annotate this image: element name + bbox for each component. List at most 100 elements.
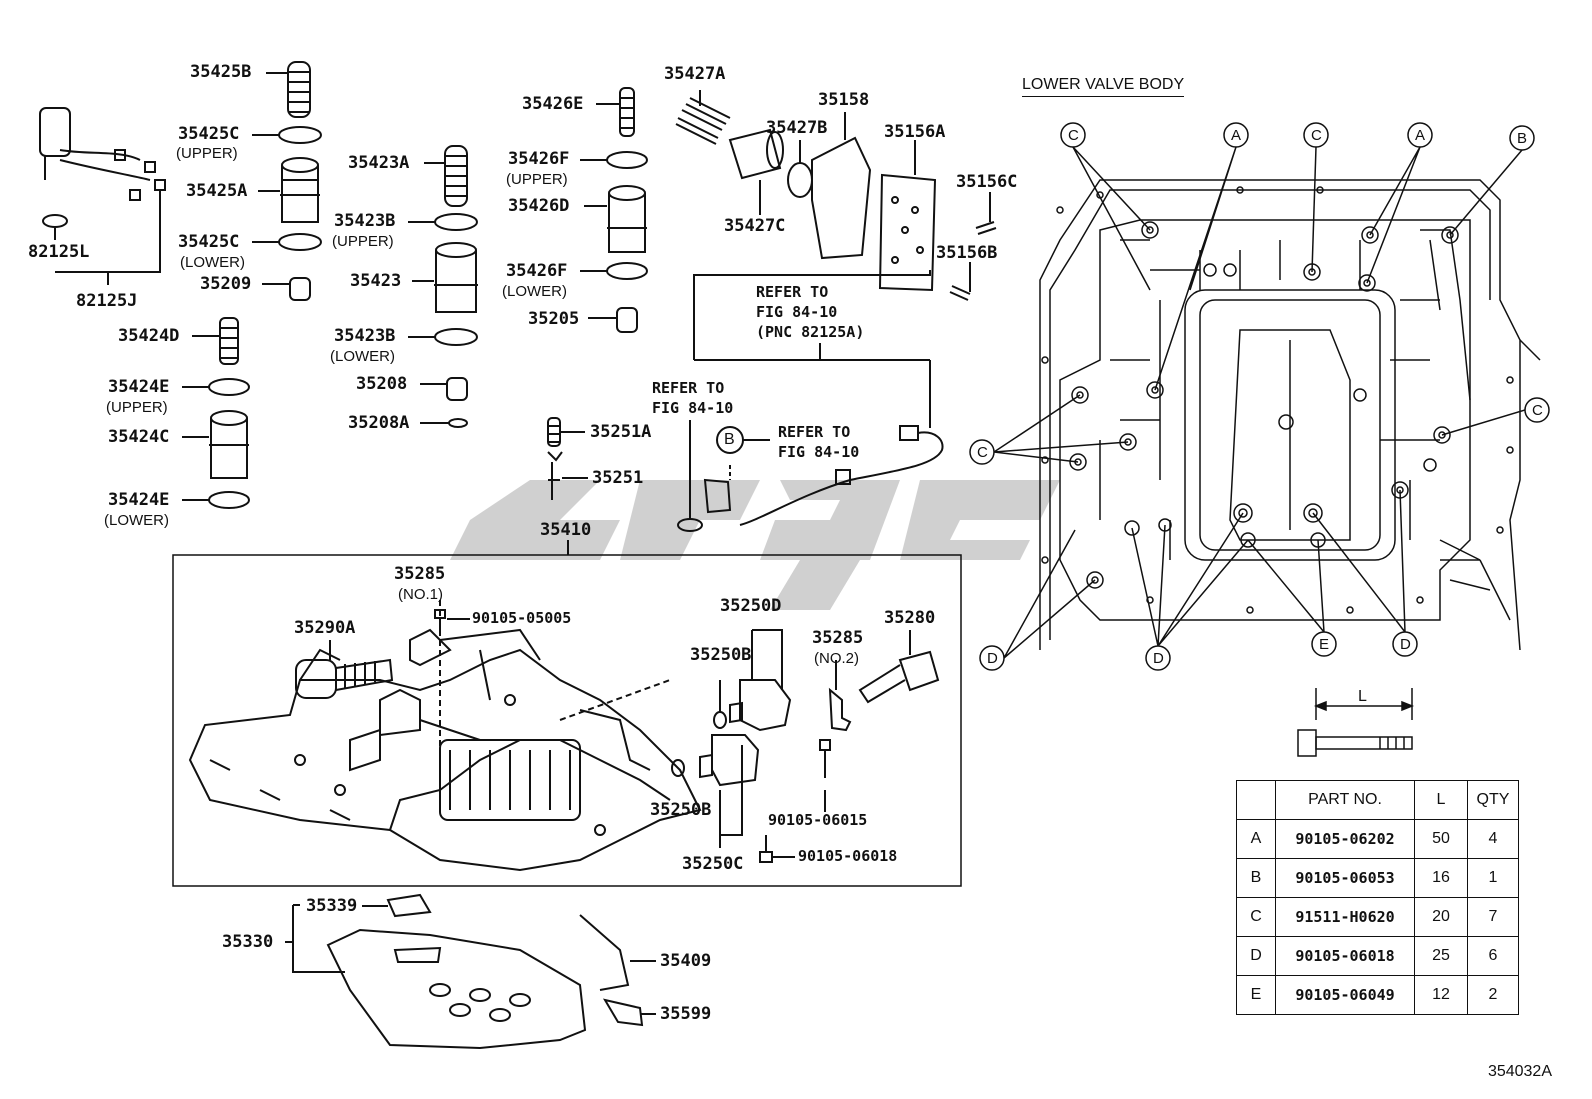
callout-b: B — [1517, 130, 1528, 147]
label-35426E: 35426E — [522, 94, 584, 114]
refer-note-pnc-82125a: REFER TO FIG 84-10 (PNC 82125A) — [756, 283, 865, 341]
part-35330-oil-pan — [285, 905, 587, 1050]
label-35425B: 35425B — [190, 62, 252, 82]
table-row: B 90105-06053 16 1 — [1236, 858, 1519, 898]
table-cell-qty: 1 — [1467, 858, 1519, 898]
bolt-90105-06015 — [819, 739, 831, 812]
valve-body-assembly — [188, 600, 702, 872]
bolt-dimension-figure — [1297, 688, 1415, 757]
label-90105-06018: 90105-06018 — [798, 847, 898, 865]
callout-d-2: D — [1153, 650, 1164, 667]
table-row: D 90105-06018 25 6 — [1236, 936, 1519, 976]
part-35158-plate — [811, 112, 872, 260]
table-cell-part: 90105-06049 — [1275, 975, 1415, 1015]
lower-valve-body-callouts — [969, 122, 1550, 671]
callout-c-3: C — [977, 444, 988, 461]
label-90105-05005: 90105-05005 — [472, 609, 572, 627]
part-35208-plug — [420, 377, 468, 401]
label-35290A: 35290A — [294, 618, 356, 638]
label-35285-no2: 35285 — [812, 628, 864, 648]
part-35423B-oring-upper — [408, 213, 478, 231]
part-35250B-oring-bottom — [671, 759, 685, 777]
bolt-length-label: L — [1358, 688, 1367, 705]
part-35426F-oring-upper — [580, 151, 648, 169]
part-35424E-oring-lower — [182, 491, 250, 509]
part-35427B-oring — [787, 140, 813, 198]
part-35209-plug — [262, 277, 311, 301]
part-35426E-spring — [596, 87, 635, 137]
table-cell-l: 25 — [1414, 936, 1468, 976]
table-header-l: L — [1414, 780, 1468, 820]
table-row: A 90105-06202 50 4 — [1236, 819, 1519, 859]
callout-c-4: C — [1532, 402, 1543, 419]
bolt-90105-05005 — [434, 609, 470, 634]
table-row: E 90105-06049 12 2 — [1236, 975, 1519, 1015]
label-35156B: 35156B — [936, 243, 998, 263]
watermark-logo — [450, 480, 1060, 610]
refer-note-fig-84-10-b: REFER TO FIG 84-10 — [778, 423, 860, 461]
table-cell-part: 90105-06202 — [1275, 819, 1415, 859]
label-upper-4: (UPPER) — [506, 171, 568, 188]
part-82125A-harness — [677, 270, 944, 532]
label-35424C: 35424C — [108, 427, 170, 447]
label-82125L: 82125L — [28, 242, 90, 262]
part-35205-plug — [588, 307, 638, 333]
label-no2: (NO.2) — [814, 650, 859, 667]
part-35156A-cover — [878, 140, 937, 292]
bolt-spec-table: PART NO. L QTY A 90105-06202 50 4 B 9010… — [1236, 780, 1519, 1015]
label-35599: 35599 — [660, 1004, 712, 1024]
table-cell-l: 50 — [1414, 819, 1468, 859]
label-35205: 35205 — [528, 309, 580, 329]
part-35426F-oring-lower — [580, 262, 648, 280]
table-header-qty: QTY — [1467, 780, 1519, 820]
callout-a-2: A — [1415, 127, 1426, 144]
part-35250B-oring-top — [713, 680, 727, 729]
assembly-35410-box — [172, 554, 962, 887]
table-cell-key: A — [1236, 819, 1276, 859]
table-row: C 91511-H0620 20 7 — [1236, 897, 1519, 937]
lower-valve-body-view — [1039, 179, 1541, 651]
label-35426D: 35426D — [508, 196, 570, 216]
table-cell-key: B — [1236, 858, 1276, 898]
label-35426F-upper: 35426F — [508, 149, 570, 169]
label-upper-3: (UPPER) — [332, 233, 394, 250]
table-cell-qty: 6 — [1467, 936, 1519, 976]
label-35425A: 35425A — [186, 181, 248, 201]
label-35251: 35251 — [592, 468, 644, 488]
label-35250B-top: 35250B — [690, 645, 752, 665]
lower-valve-body-title: LOWER VALVE BODY — [1022, 76, 1185, 97]
table-cell-part: 91511-H0620 — [1275, 897, 1415, 937]
refer-note-fig-84-10-a: REFER TO FIG 84-10 — [652, 379, 734, 417]
part-35425C-oring-upper — [252, 126, 322, 144]
label-35250C: 35250C — [682, 854, 744, 874]
label-35410: 35410 — [540, 520, 592, 540]
part-35427A-spring — [675, 90, 731, 145]
part-35426D-piston — [584, 185, 647, 253]
table-cell-qty: 2 — [1467, 975, 1519, 1015]
part-35427C-piston — [728, 128, 784, 215]
label-35209: 35209 — [200, 274, 252, 294]
label-82125J: 82125J — [76, 291, 138, 311]
table-cell-part: 90105-06018 — [1275, 936, 1415, 976]
label-lower-2: (LOWER) — [104, 512, 169, 529]
table-cell-qty: 4 — [1467, 819, 1519, 859]
table-header-key — [1236, 780, 1276, 820]
table-cell-qty: 7 — [1467, 897, 1519, 937]
label-35156A: 35156A — [884, 122, 946, 142]
label-35156C: 35156C — [956, 172, 1018, 192]
part-35423B-oring-lower — [408, 328, 478, 346]
table-cell-key: C — [1236, 897, 1276, 937]
label-90105-06015: 90105-06015 — [768, 811, 868, 829]
part-82125J-sensor-harness — [39, 107, 166, 285]
label-35158: 35158 — [818, 90, 870, 110]
part-35425B-spring — [266, 61, 311, 118]
label-35427A: 35427A — [664, 64, 726, 84]
label-35330: 35330 — [222, 932, 274, 952]
label-35423: 35423 — [350, 271, 402, 291]
label-upper-2: (UPPER) — [106, 399, 168, 416]
label-35424E-upper: 35424E — [108, 377, 170, 397]
part-35424D-spring — [192, 317, 239, 365]
part-35423-piston — [412, 242, 478, 313]
